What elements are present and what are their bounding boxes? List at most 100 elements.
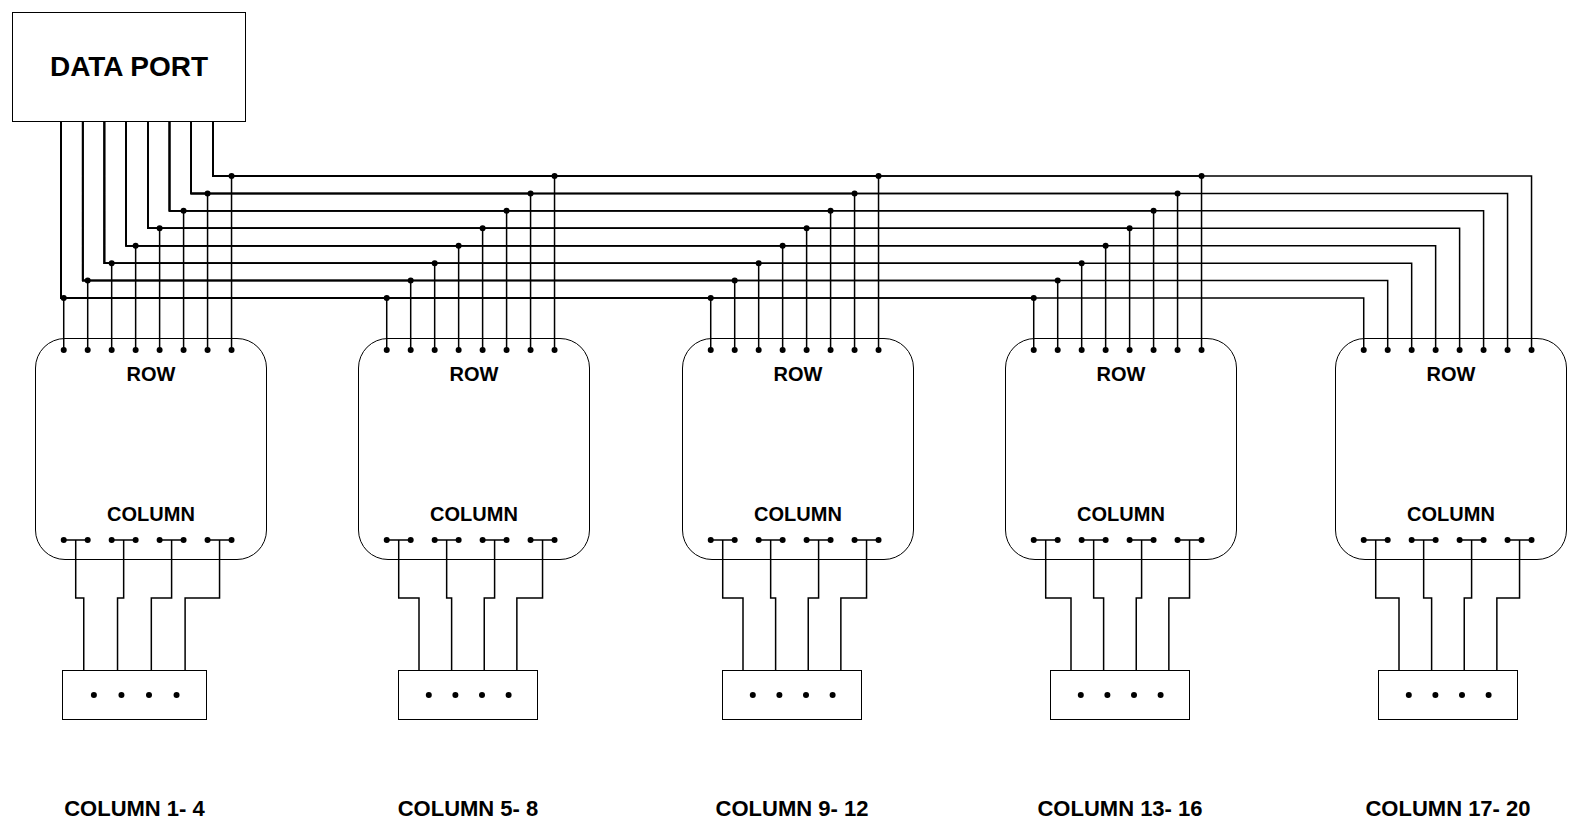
column-pin-lead [818, 540, 820, 560]
row-pin [828, 347, 834, 353]
row-pin [1457, 347, 1463, 353]
column-pin-lead [123, 540, 125, 560]
column-label: COLUMN [1336, 503, 1566, 525]
row-pin [229, 347, 235, 353]
row-pin [732, 347, 738, 353]
connector-pins [750, 692, 836, 698]
row-pin [756, 347, 762, 353]
row-pin [109, 347, 115, 353]
row-pin [876, 347, 882, 353]
connector-pin [1486, 692, 1492, 698]
row-label: ROW [683, 363, 913, 385]
data-bus [61, 122, 879, 338]
connector-pins [1078, 692, 1164, 698]
column-pin-lead [1141, 540, 1143, 560]
led-matrix-module: ROW COLUMN [358, 338, 590, 560]
column-label: COLUMN [359, 503, 589, 525]
bus-junction [408, 278, 414, 284]
row-pin [552, 347, 558, 353]
bus-junction [1055, 278, 1061, 284]
led-matrix-module: ROWCOLUMN [1005, 338, 1237, 560]
bus-junction [61, 295, 67, 301]
column-wires [399, 560, 543, 670]
port-label: DATA PORT [50, 51, 208, 83]
connector-pins [1406, 692, 1492, 698]
row-pin [1385, 347, 1391, 353]
bus-junction [205, 190, 211, 196]
bus-junction [181, 208, 187, 214]
bus-junction [1175, 190, 1181, 196]
row-pin [1079, 347, 1085, 353]
row-pin [1055, 347, 1061, 353]
row-pin [1175, 347, 1181, 353]
connector-pin [506, 692, 512, 698]
row-label: ROW [36, 363, 266, 385]
column-pin-lead [494, 540, 496, 560]
connector-pin [146, 692, 152, 698]
bus-junction [133, 243, 139, 249]
column-connector: COLUMN 1- 4 [62, 670, 207, 720]
row-pin [1481, 347, 1487, 353]
column-label: COLUMN [36, 503, 266, 525]
led-matrix-module: ROWCOLUMN [682, 338, 914, 560]
row-pin [1127, 347, 1133, 353]
row-pin [1103, 347, 1109, 353]
column-range-label: COLUMN 1- 4 [64, 797, 205, 821]
column-pin-lead [219, 540, 221, 560]
bus-junction [828, 208, 834, 214]
bus-junction [552, 173, 558, 179]
row-pin [1151, 347, 1157, 353]
column-range-label: COLUMN 17- 20 [1365, 797, 1530, 821]
connector-pin [1432, 692, 1438, 698]
connector-pin [803, 692, 809, 698]
led-matrix-module: ROW COLUMN [35, 338, 267, 560]
connector-pins [426, 692, 512, 698]
column-pin-lead [722, 540, 724, 560]
row-pin [1361, 347, 1367, 353]
data-bus [61, 122, 1202, 338]
row-pin [205, 347, 211, 353]
bus-junction [804, 225, 810, 231]
bus-junction [1079, 260, 1085, 266]
row-pin [384, 347, 390, 353]
bus-junction [1031, 295, 1037, 301]
column-wires [76, 560, 220, 670]
bus-junction [780, 243, 786, 249]
row-label: ROW [1006, 363, 1236, 385]
column-connector: COLUMN 13- 16 [1050, 670, 1190, 720]
data-bus [61, 122, 555, 338]
column-range-label: COLUMN 5- 8 [398, 797, 539, 821]
column-pin-lead [446, 540, 448, 560]
bus-junction [1151, 208, 1157, 214]
bus-junction [1127, 225, 1133, 231]
column-pin-lead [1423, 540, 1425, 560]
row-pin [133, 347, 139, 353]
row-pin [181, 347, 187, 353]
column-wires [1046, 560, 1190, 670]
bus-junction [109, 260, 115, 266]
row-pin [1433, 347, 1439, 353]
bus-junction [1103, 243, 1109, 249]
bus-junction [528, 190, 534, 196]
row-pin [85, 347, 91, 353]
row-pin [528, 347, 534, 353]
bus-junction [432, 260, 438, 266]
connector-pin [830, 692, 836, 698]
row-pin [504, 347, 510, 353]
column-pin-lead [1375, 540, 1377, 560]
bus-junction [756, 260, 762, 266]
connector-pin [426, 692, 432, 698]
led-matrix-module: ROWCOLUMN [1335, 338, 1567, 560]
row-pin [456, 347, 462, 353]
data-bus [61, 122, 1532, 338]
column-connector: COLUMN 17- 20 [1378, 670, 1518, 720]
row-pin [1409, 347, 1415, 353]
row-pin [708, 347, 714, 353]
row-label: ROW [359, 363, 589, 385]
column-pin-lead [1093, 540, 1095, 560]
column-pin-lead [171, 540, 173, 560]
bus-junction [504, 208, 510, 214]
bus-junction [876, 173, 882, 179]
